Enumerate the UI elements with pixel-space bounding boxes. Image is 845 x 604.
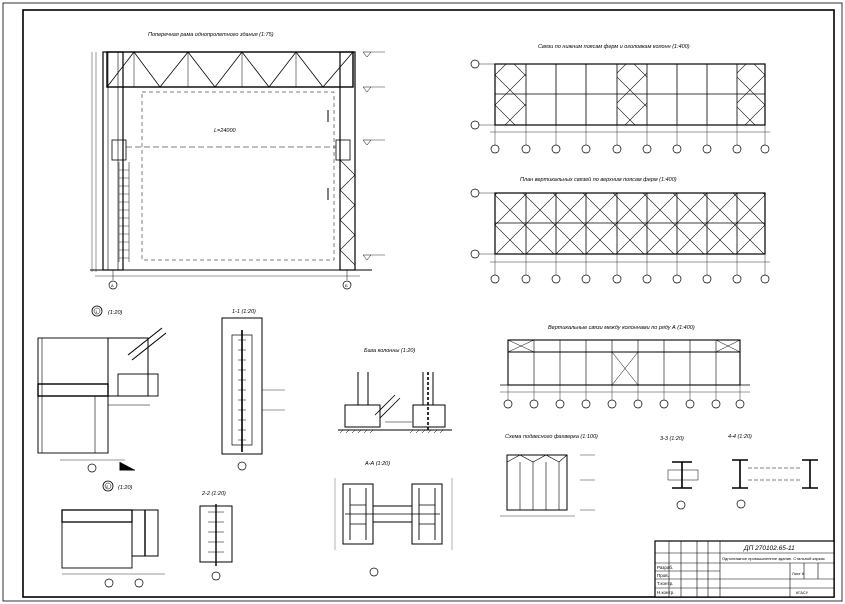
stamp-row-3: Т.контр. <box>657 581 673 586</box>
section-4-4: 4-4 (1:20) <box>728 434 818 509</box>
section-aa-title: А-А (1:20) <box>364 461 390 467</box>
bottom-chord-braces-title: Связи по нижним поясам ферм и оголовкам … <box>538 44 690 50</box>
column-base-detail: База колонны (1:20) <box>338 348 452 434</box>
stamp-row-1: Разраб. <box>657 565 673 570</box>
node-1-detail: 1 (1:20) <box>37 305 167 473</box>
section-11-title: 1-1 (1:20) <box>232 309 256 315</box>
section-22-title: 2-2 (1:20) <box>201 491 226 497</box>
section-a-a: А-А (1:20) <box>334 461 453 577</box>
span-dimension: L=24000 <box>214 128 237 134</box>
cross-section-frame: Поперечная рама однопролетного здания (1… <box>90 32 385 290</box>
hanger-title: Схема подвесного фахверка (1:100) <box>505 434 598 440</box>
stamp-org: КГАСУ <box>796 590 809 595</box>
node-2-tag: 2 <box>106 484 109 489</box>
node-2-detail: 2 (1:20) <box>61 480 165 588</box>
column-base-title: База колонны (1:20) <box>364 348 415 354</box>
cross-section-title: Поперечная рама однопролетного здания (1… <box>148 32 274 38</box>
hanger-scheme: Схема подвесного фахверка (1:100) <box>500 434 598 517</box>
top-chord-bracing-plan: План вертикальных связей по верхним пояс… <box>470 176 770 284</box>
column-braces-title: Вертикальные связи между колоннами по ря… <box>548 325 695 331</box>
axis-markers-plan-1 <box>490 125 770 154</box>
bottom-chord-bracing-plan: Связи по нижним поясам ферм и оголовкам … <box>470 44 770 154</box>
stamp-sheet: Лист 6 <box>792 571 805 576</box>
section-2-2: 2-2 (1:20) <box>199 491 233 581</box>
stamp-code: ДП 270102.65-11 <box>743 545 795 552</box>
stamp-text: Одноэтажное промышленное здание. Стально… <box>722 556 825 561</box>
section-44-title: 4-4 (1:20) <box>728 434 752 440</box>
node-2-title: (1:20) <box>118 485 133 491</box>
stamp-row-2: Пров. <box>657 573 669 578</box>
section-33-title: 3-3 (1:20) <box>660 436 684 442</box>
column-bracing-elevation: Вертикальные связи между колоннами по ря… <box>500 325 750 409</box>
node-1-tag: 1 <box>95 309 98 314</box>
node-1-title: (1:20) <box>108 310 123 316</box>
top-chord-braces-title: План вертикальных связей по верхним пояс… <box>520 176 677 183</box>
section-1-1: 1-1 (1:20) <box>221 309 285 471</box>
axis-label-b: Б <box>345 283 348 288</box>
axis-label-a: А <box>111 283 114 288</box>
stamp-row-4: Н.контр. <box>657 590 674 595</box>
title-block: ДП 270102.65-11 Разраб. Пров. Т.контр. Н… <box>654 540 835 598</box>
section-3-3: 3-3 (1:20) <box>660 436 699 510</box>
